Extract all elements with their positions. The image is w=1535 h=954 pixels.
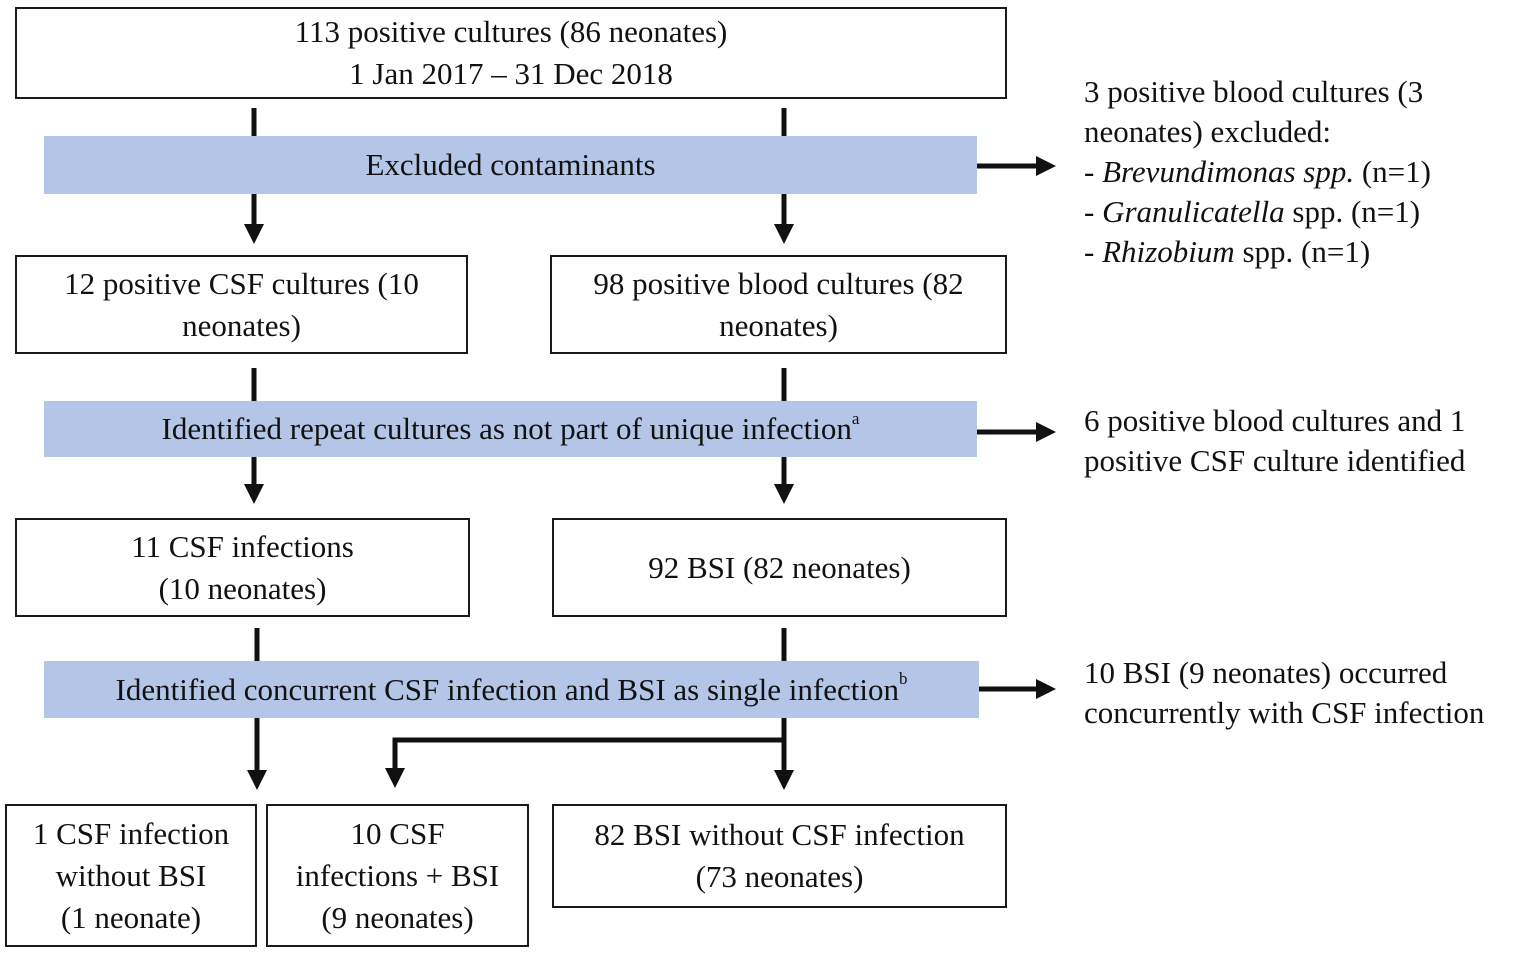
list-dash: - xyxy=(1084,234,1103,269)
total-cultures-count: 113 positive cultures (86 neonates) xyxy=(294,14,728,49)
total-cultures-box: 113 positive cultures (86 neonates) 1 Ja… xyxy=(15,7,1007,99)
csf-only-line1: 1 CSF infection xyxy=(32,815,230,851)
bsi-box: 92 BSI (82 neonates) xyxy=(552,518,1007,617)
excluded-item-granulicatella: - Granulicatella spp. (n=1) xyxy=(1084,192,1431,232)
excluded-contaminants-label: Excluded contaminants xyxy=(365,147,656,182)
organism-count: spp. (n=1) xyxy=(1234,234,1371,269)
repeat-cultures-band: Identified repeat cultures as not part o… xyxy=(44,401,977,457)
csf-plus-bsi-line3: (9 neonates) xyxy=(321,899,474,935)
organism-name: Granulicatella xyxy=(1102,194,1285,229)
csf-only-box: 1 CSF infection without BSI (1 neonate) xyxy=(5,804,257,947)
csf-cultures-box: 12 positive CSF cultures (10 neonates) xyxy=(15,255,468,354)
csf-infections-line1: 11 CSF infections xyxy=(131,528,354,564)
excluded-contaminants-note: 3 positive blood cultures (3 neonates) e… xyxy=(1084,72,1431,272)
csf-plus-bsi-line1: 10 CSF xyxy=(350,815,445,851)
concurrent-note-line1: 10 BSI (9 neonates) occurred xyxy=(1084,655,1448,690)
repeat-note-line2: positive CSF culture identified xyxy=(1084,443,1466,478)
list-dash: - xyxy=(1084,194,1103,229)
concurrent-note-line2: concurrently with CSF infection xyxy=(1084,695,1485,730)
blood-cultures-box: 98 positive blood cultures (82 neonates) xyxy=(550,255,1007,354)
excluded-note-line1: 3 positive blood cultures (3 xyxy=(1084,74,1424,109)
repeat-cultures-text: Identified repeat cultures as not part o… xyxy=(161,411,852,446)
csf-only-line2: without BSI xyxy=(55,857,207,893)
bsi-only-line1: 82 BSI without CSF infection xyxy=(594,817,965,852)
excluded-item-brevundimonas: - Brevundimonas spp. (n=1) xyxy=(1084,152,1431,192)
repeat-note-line1: 6 positive blood cultures and 1 xyxy=(1084,403,1466,438)
excluded-contaminants-band: Excluded contaminants xyxy=(44,136,977,194)
organism-count: (n=1) xyxy=(1354,154,1431,189)
csf-plus-bsi-line2: infections + BSI xyxy=(295,857,500,893)
excluded-note-line2: neonates) excluded: xyxy=(1084,114,1332,149)
csf-infections-box: 11 CSF infections (10 neonates) xyxy=(15,518,470,617)
concurrent-infection-text: Identified concurrent CSF infection and … xyxy=(115,671,899,707)
csf-infections-line2: (10 neonates) xyxy=(158,570,327,606)
arrow-to-csf-plus-bsi xyxy=(385,737,784,788)
concurrent-infection-note: 10 BSI (9 neonates) occurred concurrentl… xyxy=(1084,653,1484,733)
bsi-only-line2: (73 neonates) xyxy=(695,859,864,894)
csf-cultures-line1: 12 positive CSF cultures (10 xyxy=(64,265,419,301)
organism-name: Brevundimonas spp. xyxy=(1102,154,1355,189)
repeat-cultures-note: 6 positive blood cultures and 1 positive… xyxy=(1084,401,1465,481)
bsi-line1: 92 BSI (82 neonates) xyxy=(648,549,911,585)
footnote-a: a xyxy=(851,408,860,428)
concurrent-infection-label: Identified concurrent CSF infection and … xyxy=(115,669,908,708)
footnote-b: b xyxy=(898,669,908,689)
organism-name: Rhizobium xyxy=(1102,234,1235,269)
excluded-item-rhizobium: - Rhizobium spp. (n=1) xyxy=(1084,232,1431,272)
study-period: 1 Jan 2017 – 31 Dec 2018 xyxy=(349,56,673,91)
csf-plus-bsi-box: 10 CSF infections + BSI (9 neonates) xyxy=(266,804,529,947)
repeat-cultures-label: Identified repeat cultures as not part o… xyxy=(161,408,860,447)
csf-only-line3: (1 neonate) xyxy=(60,899,202,935)
blood-cultures-line2: neonates) xyxy=(719,307,838,343)
bsi-only-box: 82 BSI without CSF infection (73 neonate… xyxy=(552,804,1007,908)
organism-count: spp. (n=1) xyxy=(1284,194,1421,229)
blood-cultures-line1: 98 positive blood cultures (82 xyxy=(593,265,964,301)
concurrent-infection-band: Identified concurrent CSF infection and … xyxy=(44,661,979,718)
csf-cultures-line2: neonates) xyxy=(182,307,301,343)
list-dash: - xyxy=(1084,154,1103,189)
